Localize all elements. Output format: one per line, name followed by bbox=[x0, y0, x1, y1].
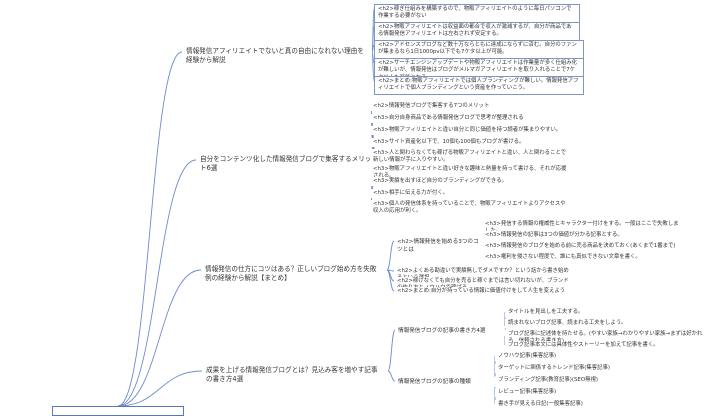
subtopic-node[interactable]: <h2>まとめ:自分が持っている情報に価値付けをして人生を変えよう bbox=[394, 287, 574, 297]
connector-line bbox=[117, 159, 197, 407]
leaf-node[interactable]: <h2>まとめ:物販アフィリエイトでは個人ブランディングが難しい。情報発信アフィ… bbox=[374, 76, 584, 95]
leaf-node[interactable]: <h3>人と関わらなくても稼げる物販アフィリエイトと違い、人と関わることで新しい… bbox=[370, 149, 570, 166]
connector-line bbox=[386, 269, 395, 292]
subtopic-node[interactable]: 情報発信ブログの記事の書き方4選 bbox=[395, 326, 505, 336]
leaf-node[interactable]: 書き手が見える日記(一般集客記事) bbox=[495, 400, 685, 410]
connector-line bbox=[386, 240, 395, 271]
leaf-node[interactable]: <h3>自分自身商品である情報発信ブログで思考が整理される bbox=[370, 114, 570, 124]
leaf-node[interactable]: タイトルを見出しを工夫する。 bbox=[505, 308, 695, 318]
connector-line bbox=[117, 51, 183, 407]
leaf-node[interactable]: <h2>稼ぎ仕組みを構築するので、物販アフィリエイトのように毎日パソコンで作業す… bbox=[374, 4, 580, 23]
leaf-node[interactable]: ブランディング記事(教育記事)(SEO無視) bbox=[495, 376, 685, 386]
connector-line bbox=[117, 269, 202, 407]
connector-line bbox=[387, 329, 396, 372]
leaf-node[interactable]: <h3>実績を出すほど自分のブランディングができる。 bbox=[370, 177, 570, 187]
connector-line bbox=[117, 370, 203, 407]
subtopic-node[interactable]: 情報発信ブログの記事の種類 bbox=[395, 377, 505, 387]
root-topic-node[interactable] bbox=[52, 406, 184, 416]
topic-node-1[interactable]: 情報発信アフィリエイトでないと真の自由になれない理由を経験から解説 bbox=[182, 45, 372, 67]
leaf-node[interactable]: <h2>アドセンスブログなど数十万ならともに達成にならずに済む。自分のファンが集… bbox=[374, 40, 584, 59]
leaf-node[interactable]: <h3>サイト資産化以下で、10個も100個もブログが書ける。 bbox=[370, 138, 570, 148]
leaf-node[interactable]: 読まれないブログ記事、読まれる工夫をしよう。 bbox=[505, 319, 695, 329]
leaf-node[interactable]: <h3>相手に伝える力が付く。 bbox=[370, 189, 570, 199]
leaf-node[interactable]: ブログ記事本文には具体性やストーリーを加えて記事を書く。 bbox=[505, 341, 715, 351]
topic-node-4[interactable]: 成果を上げる情報発信ブログとは？見込み客を増やす記事の書き方4選 bbox=[202, 364, 388, 386]
leaf-node[interactable]: <h3>情報発信の記事は3つの価値が分かる記事とする。 bbox=[482, 231, 682, 241]
topic-node-2[interactable]: 自分をコンテンツ化した情報発信ブログで集客するメリット6選 bbox=[196, 153, 376, 175]
leaf-node[interactable]: <h3>情報発信のブログを始める前に売る商品を決めておく(あくまで1番まで) bbox=[482, 242, 682, 252]
leaf-node[interactable]: <h3>権利を侵さない程度で、誰にも真似できない文章を書く。 bbox=[482, 253, 682, 263]
leaf-node[interactable]: <h2>物販アフィリエイトは収益面の都合で収入が激減するが、自分が商品である情報… bbox=[374, 22, 580, 41]
leaf-node[interactable]: ノウハウ記事(集客記事) bbox=[495, 352, 685, 362]
connector-line bbox=[371, 51, 375, 82]
leaf-node[interactable]: <h2>情報発信ブログで集客する7つのメリット bbox=[370, 102, 570, 112]
connector-line bbox=[387, 370, 396, 382]
leaf-node[interactable]: <h3>個人の発信体系を持っていることで、物販アフィリエイトよりアクセスや収入の… bbox=[370, 200, 570, 217]
leaf-node[interactable]: <h3>物販アフィリエイトと違い自分と同じ価値を持つ読者が集まりやすい。 bbox=[370, 126, 570, 136]
subtopic-node[interactable]: <h2>情報発信を始める3つのコツとは bbox=[394, 237, 486, 255]
leaf-node[interactable]: ターゲットに関係するトレンド記事(集客記事) bbox=[495, 364, 685, 374]
topic-node-3[interactable]: 情報発信の仕方にコツはある？正しいブログ始め方を失敗例の経験から解説【まとめ】 bbox=[201, 263, 387, 285]
leaf-node[interactable]: レビュー記事(集客記事) bbox=[495, 388, 685, 398]
